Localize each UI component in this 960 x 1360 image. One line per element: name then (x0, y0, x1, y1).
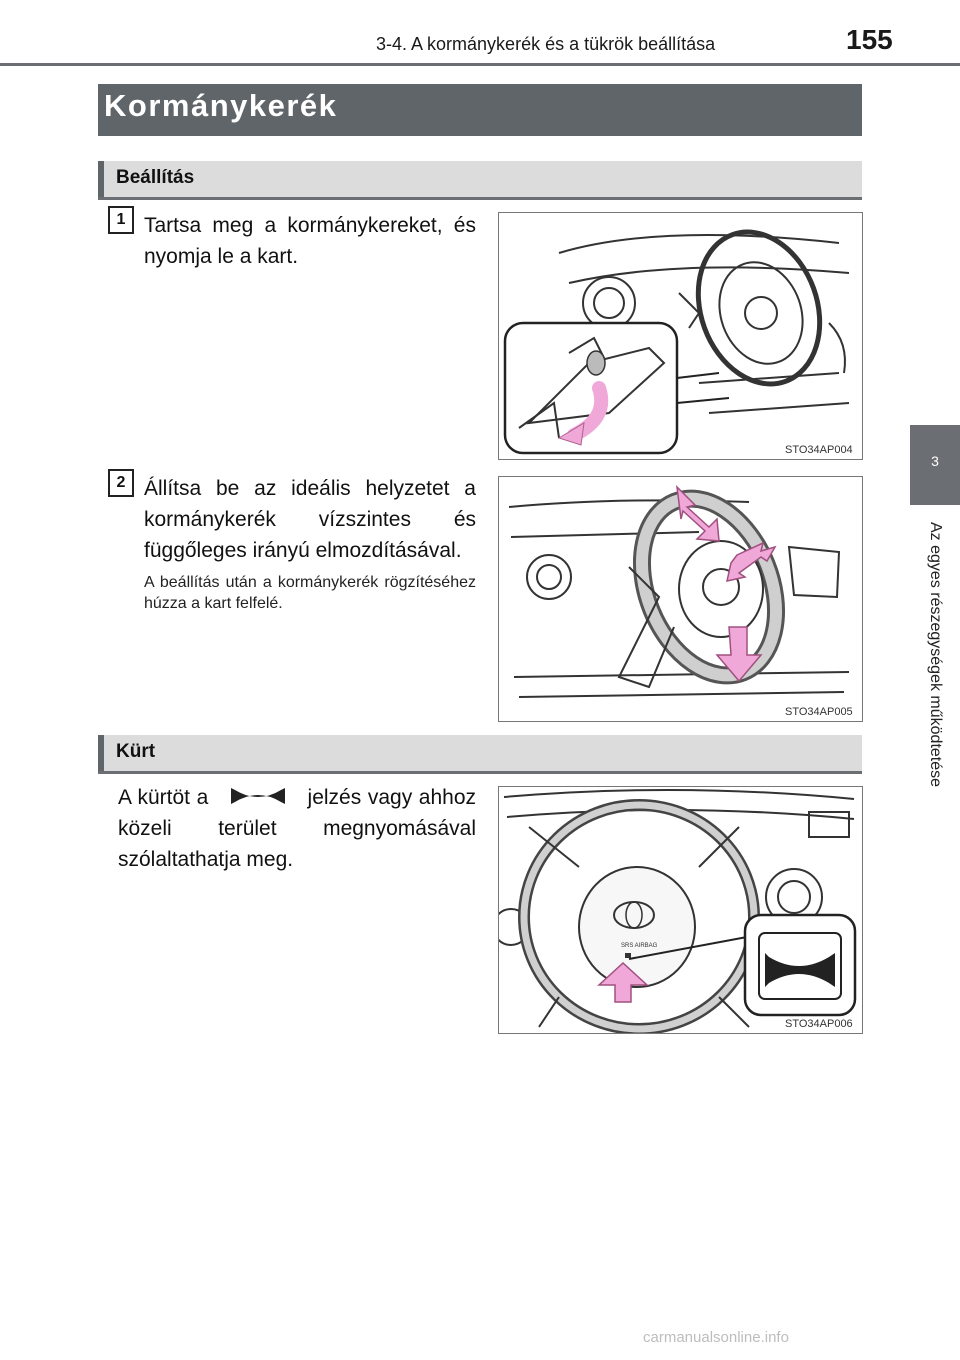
step-2-note: A beállítás után a kormánykerék rögzítés… (144, 574, 476, 612)
step-number-1: 1 (108, 206, 134, 234)
chapter-tab: 3 (910, 425, 960, 505)
header-divider (0, 63, 960, 66)
horn-illustration: SRS AIRBAG (499, 788, 857, 1033)
header-section-title: 3-4. A kormánykerék és a tükrök beállítá… (376, 34, 716, 54)
horn-text: A kürtöt a jelzés vagy ahhoz közeli terü… (118, 782, 476, 875)
airbag-label: SRS AIRBAG (621, 943, 658, 949)
lever-illustration (503, 229, 850, 455)
figure-lever-release: STO34AP004 (498, 212, 863, 460)
section-heading-bar-horn: Kürt (98, 735, 862, 774)
chapter-title: Az egyes részegységek működtetése (927, 522, 944, 788)
heading-accent (98, 735, 104, 771)
figure-code: STO34AP004 (785, 444, 853, 456)
horn-text-after: jelzés vagy ahhoz közeli terület megnyom… (118, 786, 477, 871)
chapter-number: 3 (931, 453, 939, 469)
main-title: Kormánykerék (104, 88, 338, 123)
figure-code: STO34AP006 (785, 1018, 853, 1030)
watermark: carmanualsonline.info (643, 1329, 789, 1346)
chapter-tab-strip (910, 505, 960, 875)
tilt-illustration (508, 484, 850, 698)
figure-code: STO34AP005 (785, 706, 853, 718)
page-number: 155 (846, 24, 893, 55)
figure-horn: SRS AIRBAG STO34AP006 (498, 786, 863, 1034)
step-number-2: 2 (108, 469, 134, 497)
step-2-text: Állítsa be az ideális helyzetet a kormán… (144, 477, 476, 562)
heading-accent (98, 161, 104, 197)
section-heading-horn: Kürt (116, 741, 156, 762)
section-heading-adjust: Beállítás (116, 167, 195, 188)
step-1-text: Tartsa meg a kormánykereket, és nyomja l… (144, 214, 476, 268)
main-title-bar (98, 84, 862, 136)
horn-text-before: A kürtöt a (118, 786, 209, 809)
horn-icon (223, 784, 293, 808)
figure-tilt-telescopic: STO34AP005 (498, 476, 863, 722)
section-heading-bar-adjust: Beállítás (98, 161, 862, 200)
